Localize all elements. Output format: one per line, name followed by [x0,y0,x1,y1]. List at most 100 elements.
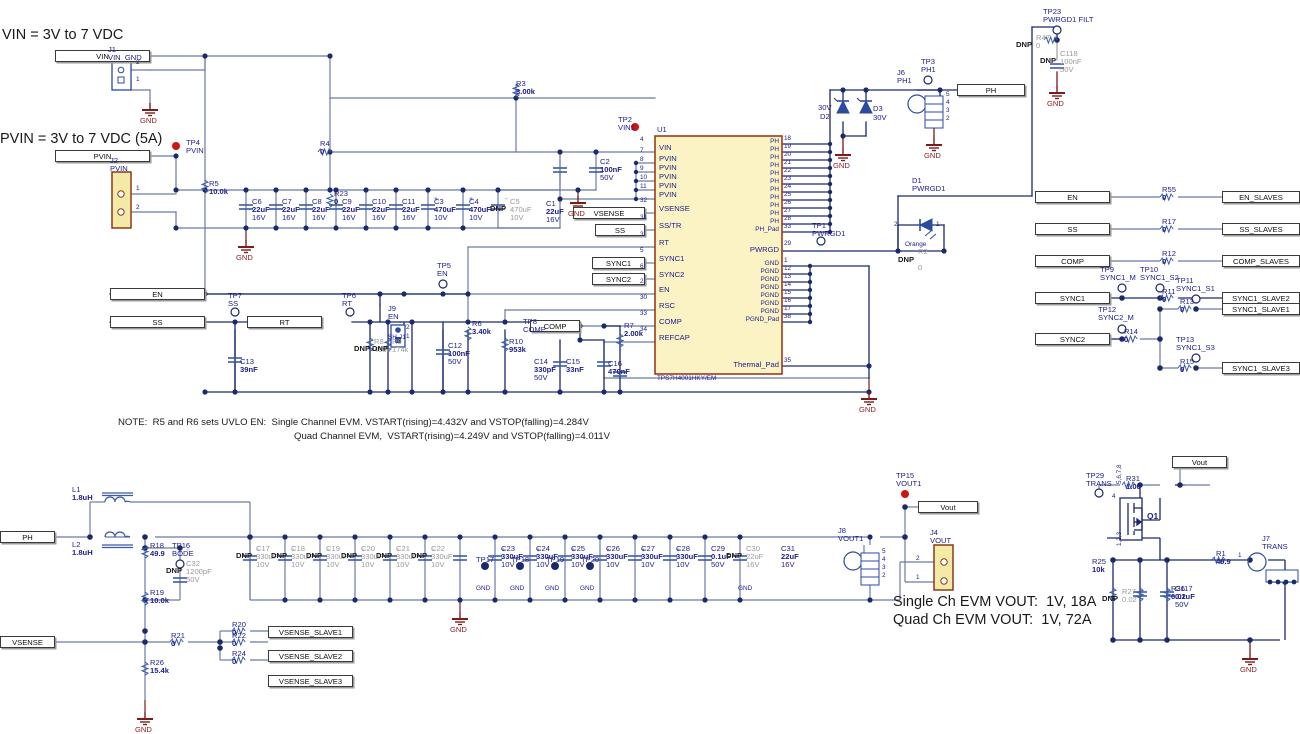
netlabel-vsense-in[interactable]: VSENSE [0,636,55,648]
value-r26: 15.4k [150,665,170,675]
netlabel-en-slaves[interactable]: EN_SLAVES [1222,191,1300,203]
diode-ref: D2 [820,112,830,121]
ic-pin-vin: VIN [659,143,672,152]
value-c14: 330pF [534,364,556,374]
netlabel-sync1-ic[interactable]: SYNC1 [592,257,645,269]
refdes-r4: R4 [320,139,330,148]
testpoint-tp19[interactable]: TP19 [546,555,565,564]
netlabel-vout-1[interactable]: Vout [918,501,978,513]
ic-pinnum-35: 35 [784,357,792,364]
netlabel-pvin[interactable]: PVIN [55,150,150,162]
netlabel-vsense-ic[interactable]: VSENSE [573,207,645,219]
netlabel-vout-2[interactable]: Vout [1172,456,1227,468]
netlabel-vsense-slave3[interactable]: VSENSE_SLAVE3 [268,675,353,687]
netlabel-ph-in[interactable]: PH [0,531,55,543]
voltage-c19: 10V [326,559,340,569]
refdes-c18: C18 [291,544,305,553]
connector-ref: J2 [110,156,119,165]
value-r19: 10.0k [150,595,170,605]
netlabel-ss-ic[interactable]: SS [595,224,645,236]
refdes-r3: R3 [516,79,526,88]
refdes-r5: R5 [209,179,219,188]
refdes-c15: C15 [566,357,580,366]
voltage-c118: 50V [1060,64,1074,74]
netlabel-ss-src[interactable]: SS [1035,223,1110,235]
connector-pinnum-2: 1 [136,185,140,192]
voltage-c14: 50V [534,372,548,382]
testpoint-tp18[interactable]: TP18 [511,555,530,564]
voltage-c12: 50V [448,356,462,366]
netlabel-ss[interactable]: SS [110,316,205,328]
netlabel-ss-slaves[interactable]: SS_SLAVES [1222,223,1300,235]
netlabel-sync2-ic[interactable]: SYNC2 [592,273,645,285]
ic-pin-gnd-5: PGND [760,300,779,307]
netlabel-sync1-src[interactable]: SYNC1 [1035,292,1110,304]
connector-ref: J1 [108,45,117,54]
value-c1: 22uF [546,206,564,216]
value-c13: 39nF [240,364,258,374]
connector-pinnum-5: 1 [406,333,410,340]
netlabel-comp-slaves[interactable]: COMP_SLAVES [1222,255,1300,267]
testpoint-net: PH1 [921,64,936,74]
ic-pinnum-33: 33 [640,310,648,317]
netlabel-sync1-slave1[interactable]: SYNC1_SLAVE1 [1222,303,1300,315]
testpoint-tp20[interactable]: TP20 [581,555,600,564]
voltage-c3: 10V [434,212,448,222]
netlabel-vin[interactable]: VIN [55,50,150,62]
netlabel-comp-ic[interactable]: COMP [530,320,580,332]
netlabel-rt[interactable]: RT [247,316,322,328]
refdes-c12: C12 [448,341,462,350]
netlabel-comp-src[interactable]: COMP [1035,255,1110,267]
netlabel-ph-out[interactable]: PH [957,84,1025,96]
netlabel-en-src[interactable]: EN [1035,191,1110,203]
testpoint-tp17[interactable]: TP17 [476,555,495,564]
ic-pin-en: EN [659,285,670,294]
testpoint-ref: TP13 [1176,335,1195,344]
netlabel-en[interactable]: EN [110,288,205,300]
refdes-r12: R12 [1162,249,1176,258]
refdes-c27: C27 [641,544,655,553]
svg-text:+: + [396,547,400,554]
netlabel-vsense-slave1[interactable]: VSENSE_SLAVE1 [268,626,353,638]
svg-text:+: + [536,547,540,554]
ic-pin-ph-7: PH [770,194,779,201]
value-c30: 22uF [746,551,764,561]
refdes-r23: R23 [334,189,348,198]
gnd-label-d2d3: GND [833,161,850,170]
netlabel-sync2-src[interactable]: SYNC2 [1035,333,1110,345]
ic-pin-ph-10: PH [770,218,779,225]
value-c2: 100nF [600,164,622,174]
q1-drain-pins: 5,6,7,8 [1116,464,1123,484]
ic-pinnum-32: 32 [640,197,648,204]
netlabel-vsense-slave2[interactable]: VSENSE_SLAVE2 [268,650,353,662]
netlabel-sync1-slave3[interactable]: SYNC1_SLAVE3 [1222,362,1300,374]
